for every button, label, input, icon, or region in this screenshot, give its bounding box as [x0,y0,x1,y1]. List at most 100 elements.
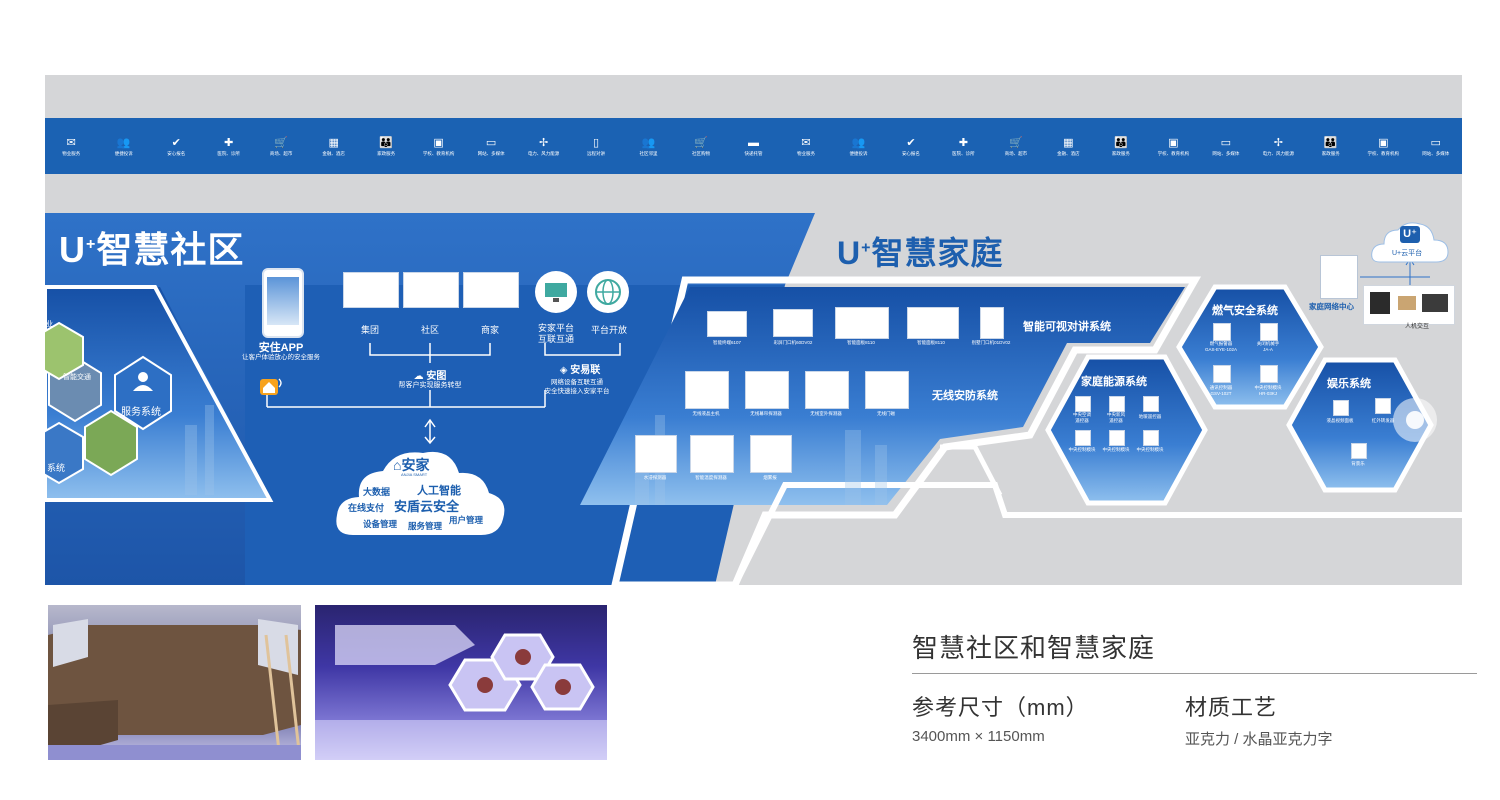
laptop-icon: ▭ [485,137,497,149]
strip-item-label: 金融、酒店 [322,151,345,156]
anyilian-sub-2: 安全快速接入安家平台 [544,388,610,395]
strip-item-label: 电力、风力能源 [1262,151,1295,156]
size-label: 参考尺寸（mm） [912,695,1089,720]
intercom-device-4 [907,307,959,339]
security-device-7 [750,435,792,473]
person-icon [129,371,157,391]
strip-item-label: 网站、多媒体 [1212,151,1240,156]
energy-label-6: 中央控制模块 [1136,447,1164,452]
strip-item-label: 社区邻里 [639,151,658,156]
home-app-icon [259,375,282,395]
energy-device-3 [1143,396,1159,412]
energy-device-2 [1109,396,1125,412]
cloud-word-service: 服务管理 [408,521,443,531]
security-label-7: 烟雾报 [763,475,777,480]
strip-item: ▬快递托管 [728,118,780,174]
antu-title-text: 安图 [426,371,447,382]
gas-label-4: 中央控制模块 HR-03KJ [1254,385,1282,396]
school-icon: ▣ [1378,137,1389,149]
cloud-word-user: 用户管理 [449,515,484,525]
school-icon: ▣ [433,137,444,149]
school-icon: ▣ [1168,137,1179,149]
building-icon: ▦ [1063,137,1074,149]
hex-label-traffic: 智能交通 [63,374,91,381]
strip-item: 👪家政服务 [360,118,412,174]
intercom-label-1: 智能终端6107 [712,340,741,345]
intercom-device-1 [707,311,747,337]
intercom-icon: ▯ [593,137,600,149]
strip-item-label: 学校、教育机构 [1157,151,1190,156]
anjia-brand: ⌂安家 [393,455,429,475]
security-label-3: 无线室外探测器 [810,411,842,416]
gas-label-2: 关闭机械手 JA-A [1256,341,1280,352]
antu-subtitle: 帮客户实现服务转型 [398,382,462,389]
antu-title: ☁ 安图 [395,367,465,382]
app-subtitle: 让客户体验放心的安全服务 [242,354,320,361]
security-label-1: 无线液晶主机 [692,411,720,416]
security-label-5: 水浸探测器 [643,475,667,480]
cart-icon: 🛒 [1009,137,1023,149]
cart-icon: 🛒 [274,137,288,149]
strip-item-label: 安心报名 [167,151,186,156]
people-icon: 👥 [116,137,131,149]
gas-label-3: 通讯控制器 GSV-102T [1209,385,1233,396]
anjia-brand-text: 安家 [401,457,430,473]
strip-item-label: 安心报名 [901,151,920,156]
family-icon: 👪 [1114,137,1128,149]
home-title-text: 智慧家庭 [871,235,1004,271]
security-system-title: 无线安防系统 [932,390,998,402]
intercom-label-5: 别墅门口机01DV02 [971,340,1011,345]
security-device-3 [805,371,849,409]
cloud-word-ai: 人工智能 [417,485,461,497]
network-center-label: 家庭网络中心 [1309,302,1354,311]
strip-item-label: 网站、多媒体 [477,151,505,156]
security-device-4 [865,371,909,409]
ent-label-1: 液晶视频面板 [1326,418,1354,423]
strip-item: ✢电力、风力能源 [518,118,570,174]
display-wall: ✉物业服务👥便捷投诉✔安心报名✚医院、诊所🛒商场、超市▦金融、酒店👪家政服务▣学… [45,75,1462,585]
intercom-device-2 [773,309,813,337]
anyilian-sub-1: 网络设备互联互通 [551,379,603,386]
strip-item: ▯ 远程对讲 [570,118,622,174]
hex-label-top: 物业 [45,321,53,328]
strip-item: ▣学校、教育机构 [1357,118,1409,174]
anyilian-logo-icon: ◈ [559,365,568,376]
family-icon: 👪 [1323,137,1338,149]
material-label: 材质工艺 [1185,695,1278,720]
check-icon: ✔ [906,137,916,149]
cloud-word-device: 设备管理 [363,519,398,529]
intercom-device-5 [980,307,1004,339]
ent-device-1 [1333,400,1349,416]
energy-label-4: 中央控制模块 [1068,447,1096,452]
strip-item: ▭ 网站、多媒体 [465,118,517,174]
strip-item-label: 远程对讲 [587,151,606,156]
strip-item-label: 医院、诊所 [952,151,975,156]
home-title-u: U [837,235,862,271]
anjia-brand-en: ANJIA SMART [401,472,428,477]
strip-item: ▣学校、教育机构 [413,118,465,174]
strip-item-label: 商场、超市 [269,151,293,156]
community-title-text: 智慧社区 [96,229,245,270]
phone-mockup [262,268,304,338]
anyilian-title: ◈ 安易联 [550,361,610,376]
building-icon: ▦ [328,137,339,149]
anjia-house-icon: ⌂ [393,457,402,473]
strip-item-label: 快递托管 [744,151,763,156]
community-title: U+智慧社区 [59,221,244,273]
strip-item-label: 家政服务 [1111,151,1130,156]
home-title: U+智慧家庭 [837,228,1003,274]
medical-icon: ✚ [224,137,234,149]
laptop-icon: ▭ [1220,137,1232,149]
ent-label-3: 背景乐 [1351,461,1365,466]
security-label-6: 智能温度探测器 [695,475,727,480]
monitor-label-community: 社区 [420,325,439,335]
laptop-icon: ▭ [1430,137,1441,149]
strip-item-label: 便捷投诉 [114,151,133,156]
anyilian-title-text: 安易联 [570,365,601,376]
strip-item: 👪 家政服务 [1095,118,1147,174]
strip-item-label: 电力、风力能源 [527,151,560,156]
mail-icon: ✉ [66,137,76,149]
hex-label-system: 系统 [47,463,66,473]
ent-device-2 [1375,398,1391,414]
u-cloud-label: U+云平台 [1392,250,1423,257]
